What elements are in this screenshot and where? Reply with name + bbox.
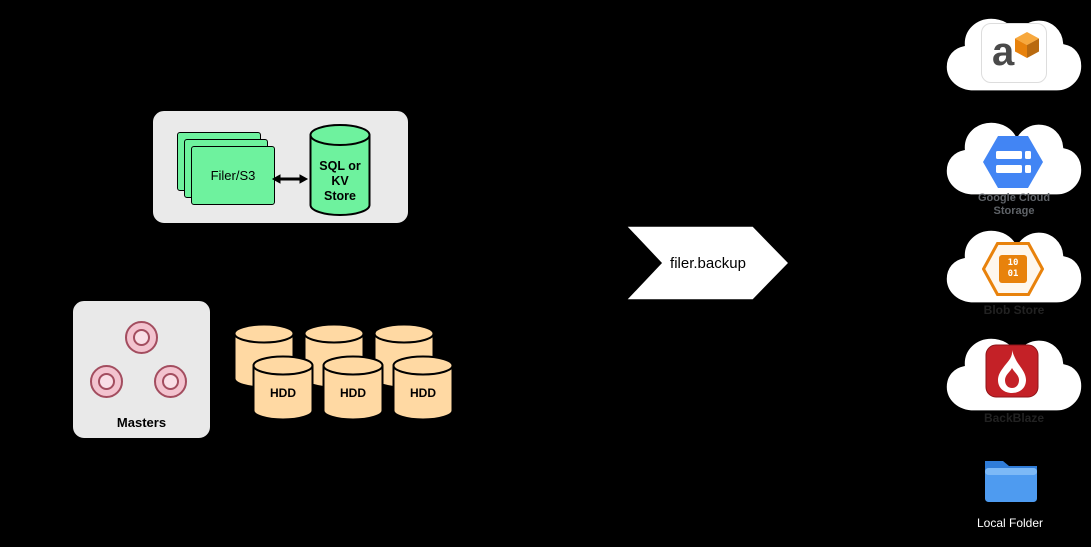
arrow-shape [624,225,791,301]
cloud-azure-blob-store: 10 01 Blob Store [938,220,1090,317]
local-folder-label: Local Folder [976,516,1044,530]
azure-blob-icon [982,242,1044,296]
master-node-icon [154,365,187,398]
volume-cylinder: HDD [322,355,384,421]
backblaze-icon [985,344,1039,398]
azure-blob-label: Blob Store [983,303,1045,317]
volume-cylinder: HDD [252,355,314,421]
filer-label: Filer/S3 [210,168,256,183]
filer-backup-arrow: filer.backup [620,220,796,306]
filer-backup-label: filer.backup [670,254,746,272]
google-cloud-storage-icon [983,136,1043,188]
master-node-icon [90,365,123,398]
master-node-icon [125,321,158,354]
google-cloud-storage-label: Google Cloud Storage [977,192,1051,217]
volume-hdd-label: HDD [270,386,296,400]
cloud-backblaze: BackBlaze [938,328,1090,425]
volume-hdd-label: HDD [340,386,366,400]
amazon-s3-icon: a [981,23,1047,83]
backblaze-label: BackBlaze [983,411,1045,425]
master-node-core [98,373,115,390]
cloud-amazon-s3: a [938,8,1090,103]
bidirectional-arrow-icon [271,174,309,184]
master-node-core [162,373,179,390]
cloud-google-cloud-storage: Google Cloud Storage [938,112,1090,217]
masters-box: Masters [72,300,211,439]
local-folder-icon [985,461,1037,502]
filer-cluster-box: Filer/S3 SQL or KV Store [152,110,409,224]
metadata-store-cylinder: SQL or KV Store [309,124,371,218]
cylinder-shape [309,124,371,216]
amazon-a-glyph: a [992,30,1015,74]
filer-node: Filer/S3 [191,146,275,205]
masters-label: Masters [116,415,167,430]
azure-blob-icon-text: 10 01 [1007,258,1019,279]
volume-cylinder: HDD [392,355,454,421]
metadata-store-label: SQL or KV Store [319,159,361,203]
volume-hdd-label: HDD [410,386,436,400]
master-node-core [133,329,150,346]
amazon-cube-icon [1015,32,1039,58]
